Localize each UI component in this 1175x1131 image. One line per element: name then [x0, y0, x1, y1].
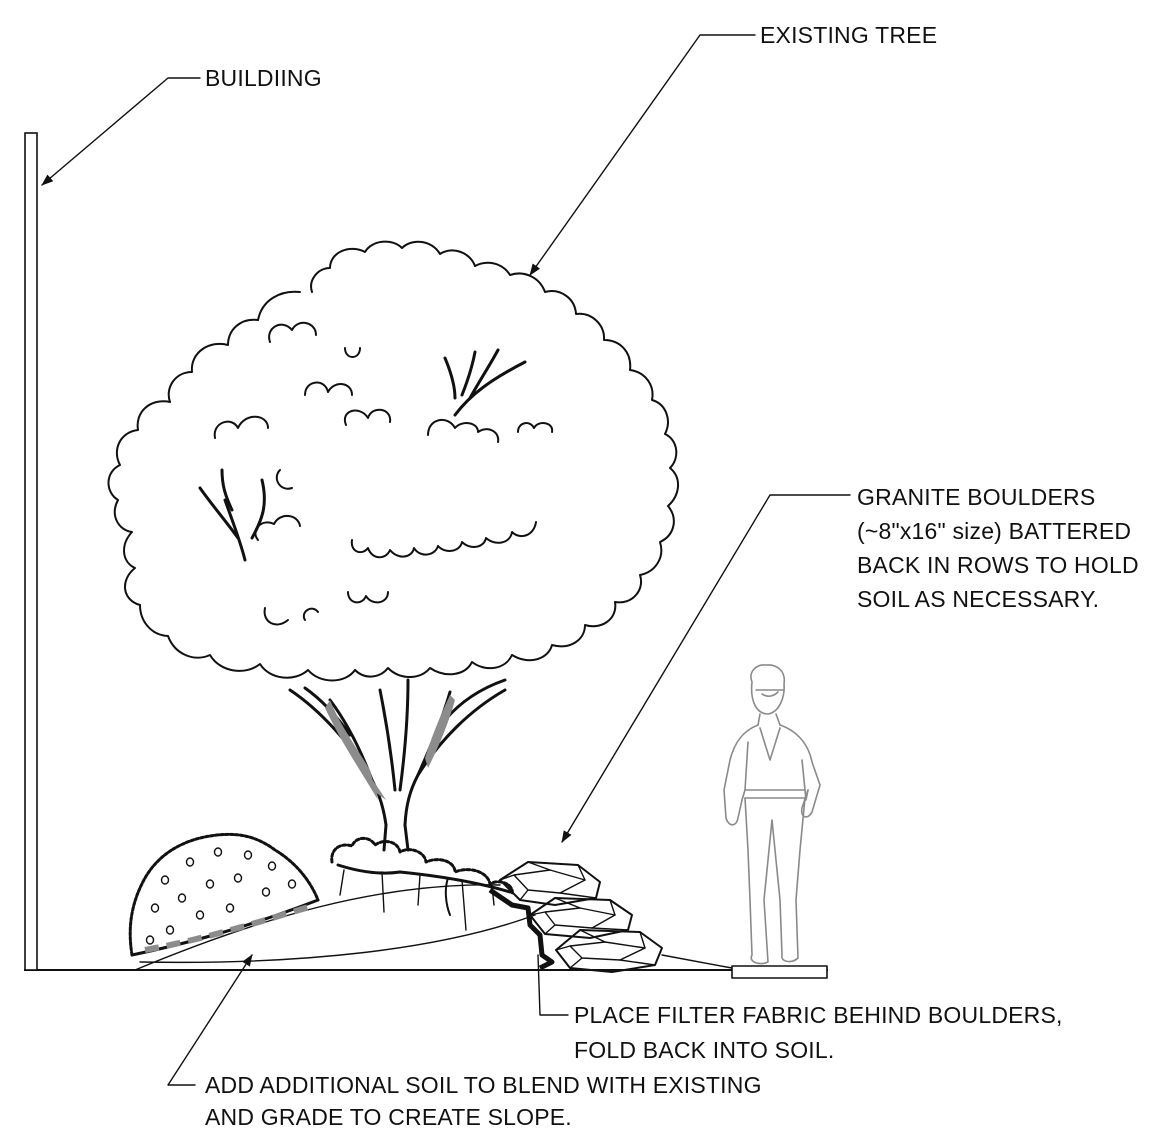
soil-label-line-2: AND GRADE TO CREATE SLOPE.	[205, 1104, 572, 1130]
soil-mound	[134, 884, 536, 971]
leader-lines	[41, 34, 851, 1086]
existing-tree-label: EXISTING TREE	[760, 22, 937, 48]
soil-label-line-1: ADD ADDITIONAL SOIL TO BLEND WITH EXISTI…	[205, 1072, 762, 1098]
granite-label-line-1: GRANITE BOULDERS	[857, 484, 1095, 510]
granite-boulders	[488, 861, 733, 973]
granite-label-line-2: (~8"x16" size) BATTERED	[857, 518, 1131, 544]
filter-fabric	[488, 887, 555, 971]
filter-fabric-label-line-1: PLACE FILTER FABRIC BEHIND BOULDERS,	[574, 1002, 1063, 1028]
soil-label: ADD ADDITIONAL SOIL TO BLEND WITH EXISTI…	[205, 1072, 762, 1130]
building-wall	[24, 132, 38, 971]
existing-tree-drawing	[107, 240, 679, 931]
shrub	[128, 832, 320, 957]
groundcover	[330, 836, 514, 931]
granite-boulders-label: GRANITE BOULDERS (~8"x16" size) BATTERED…	[857, 484, 1139, 612]
building-label: BUILDIING	[205, 65, 322, 91]
granite-label-line-3: BACK IN ROWS TO HOLD	[857, 552, 1139, 578]
filter-fabric-label: PLACE FILTER FABRIC BEHIND BOULDERS, FOL…	[574, 1002, 1063, 1063]
filter-fabric-label-line-2: FOLD BACK INTO SOIL.	[574, 1037, 834, 1063]
granite-label-line-4: SOIL AS NECESSARY.	[857, 586, 1099, 612]
person-scale-figure	[723, 664, 828, 979]
